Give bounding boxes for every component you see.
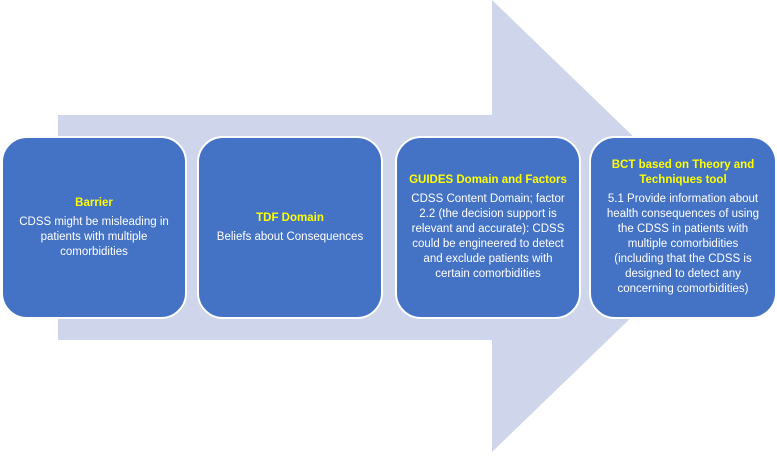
arrow-shape [58,0,726,452]
bct-title: BCT based on Theory and Techniques tool [611,159,755,186]
barrier-body: CDSS might be misleading in patients wit… [19,215,169,258]
bct-card: BCT based on Theory and Techniques tool … [589,136,777,319]
barrier-card: Barrier CDSS might be misleading in pati… [1,136,187,319]
guides-domain-title: GUIDES Domain and Factors [409,174,567,186]
barrier-title: Barrier [75,196,113,209]
guides-domain-card: GUIDES Domain and Factors CDSS Content D… [395,136,581,319]
tdf-domain-body: Beliefs about Consequences [216,230,364,243]
guides-domain-body: CDSS Content Domain; factor 2.2 (the dec… [411,193,565,280]
tdf-domain-card: TDF Domain Beliefs about Consequences [197,136,383,319]
bct-body: 5.1 Provide information about health con… [606,193,760,295]
tdf-domain-title: TDF Domain [256,211,324,224]
